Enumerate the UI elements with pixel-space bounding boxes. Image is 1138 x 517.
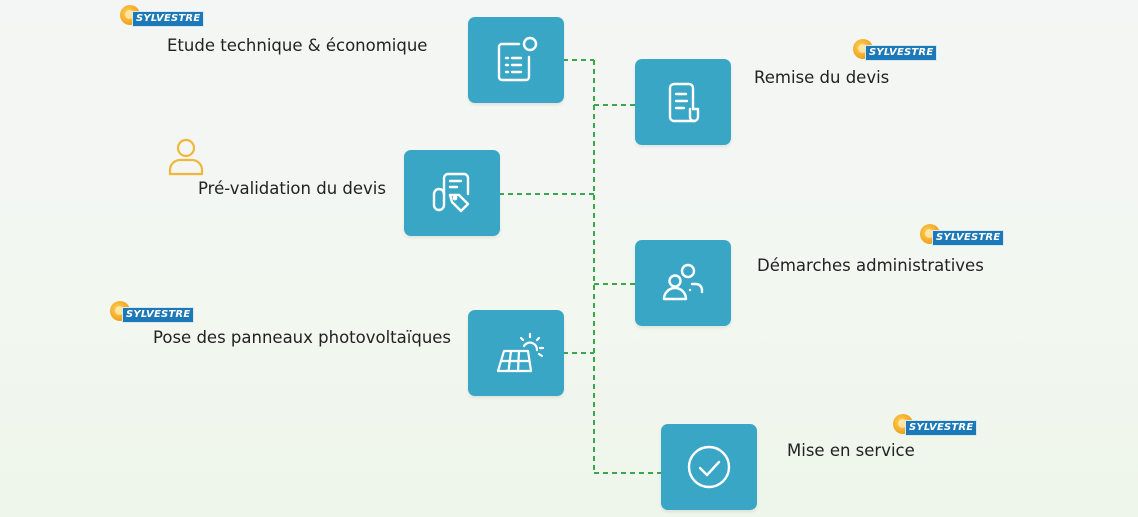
step-label-demarches: Démarches administratives bbox=[757, 256, 984, 275]
step-tile-prevalidation bbox=[404, 150, 500, 236]
document-icon bbox=[668, 82, 700, 123]
logo-wordmark: SYLVESTRE bbox=[132, 11, 205, 27]
step-tile-remise bbox=[635, 59, 731, 145]
check-circle-icon bbox=[687, 445, 731, 489]
step-label-mise-en-service: Mise en service bbox=[787, 441, 915, 460]
step-tile-mise-en-service bbox=[661, 424, 757, 510]
document-tag-icon bbox=[432, 172, 470, 213]
sylvestre-logo: SYLVESTRE bbox=[893, 414, 981, 436]
logo-wordmark: SYLVESTRE bbox=[905, 420, 978, 436]
logo-wordmark: SYLVESTRE bbox=[122, 307, 195, 323]
step-tile-pose bbox=[468, 310, 564, 396]
logo-wordmark: SYLVESTRE bbox=[932, 230, 1005, 246]
sylvestre-logo: SYLVESTRE bbox=[920, 224, 1008, 246]
step-tile-demarches bbox=[635, 240, 731, 326]
people-icon bbox=[662, 263, 704, 301]
document-list-icon bbox=[497, 36, 538, 82]
logo-wordmark: SYLVESTRE bbox=[865, 45, 938, 61]
sylvestre-logo: SYLVESTRE bbox=[110, 301, 198, 323]
sylvestre-logo: SYLVESTRE bbox=[120, 5, 208, 27]
step-label-pose: Pose des panneaux photovoltaïques bbox=[153, 328, 452, 347]
step-tile-etude bbox=[468, 17, 564, 103]
solar-panel-icon bbox=[496, 332, 545, 373]
step-label-remise: Remise du devis bbox=[754, 68, 890, 87]
person-icon bbox=[168, 138, 204, 176]
sylvestre-logo: SYLVESTRE bbox=[853, 39, 941, 61]
step-label-prevalidation: Pré-validation du devis bbox=[198, 179, 386, 198]
step-label-etude: Etude technique & économique bbox=[167, 36, 428, 55]
